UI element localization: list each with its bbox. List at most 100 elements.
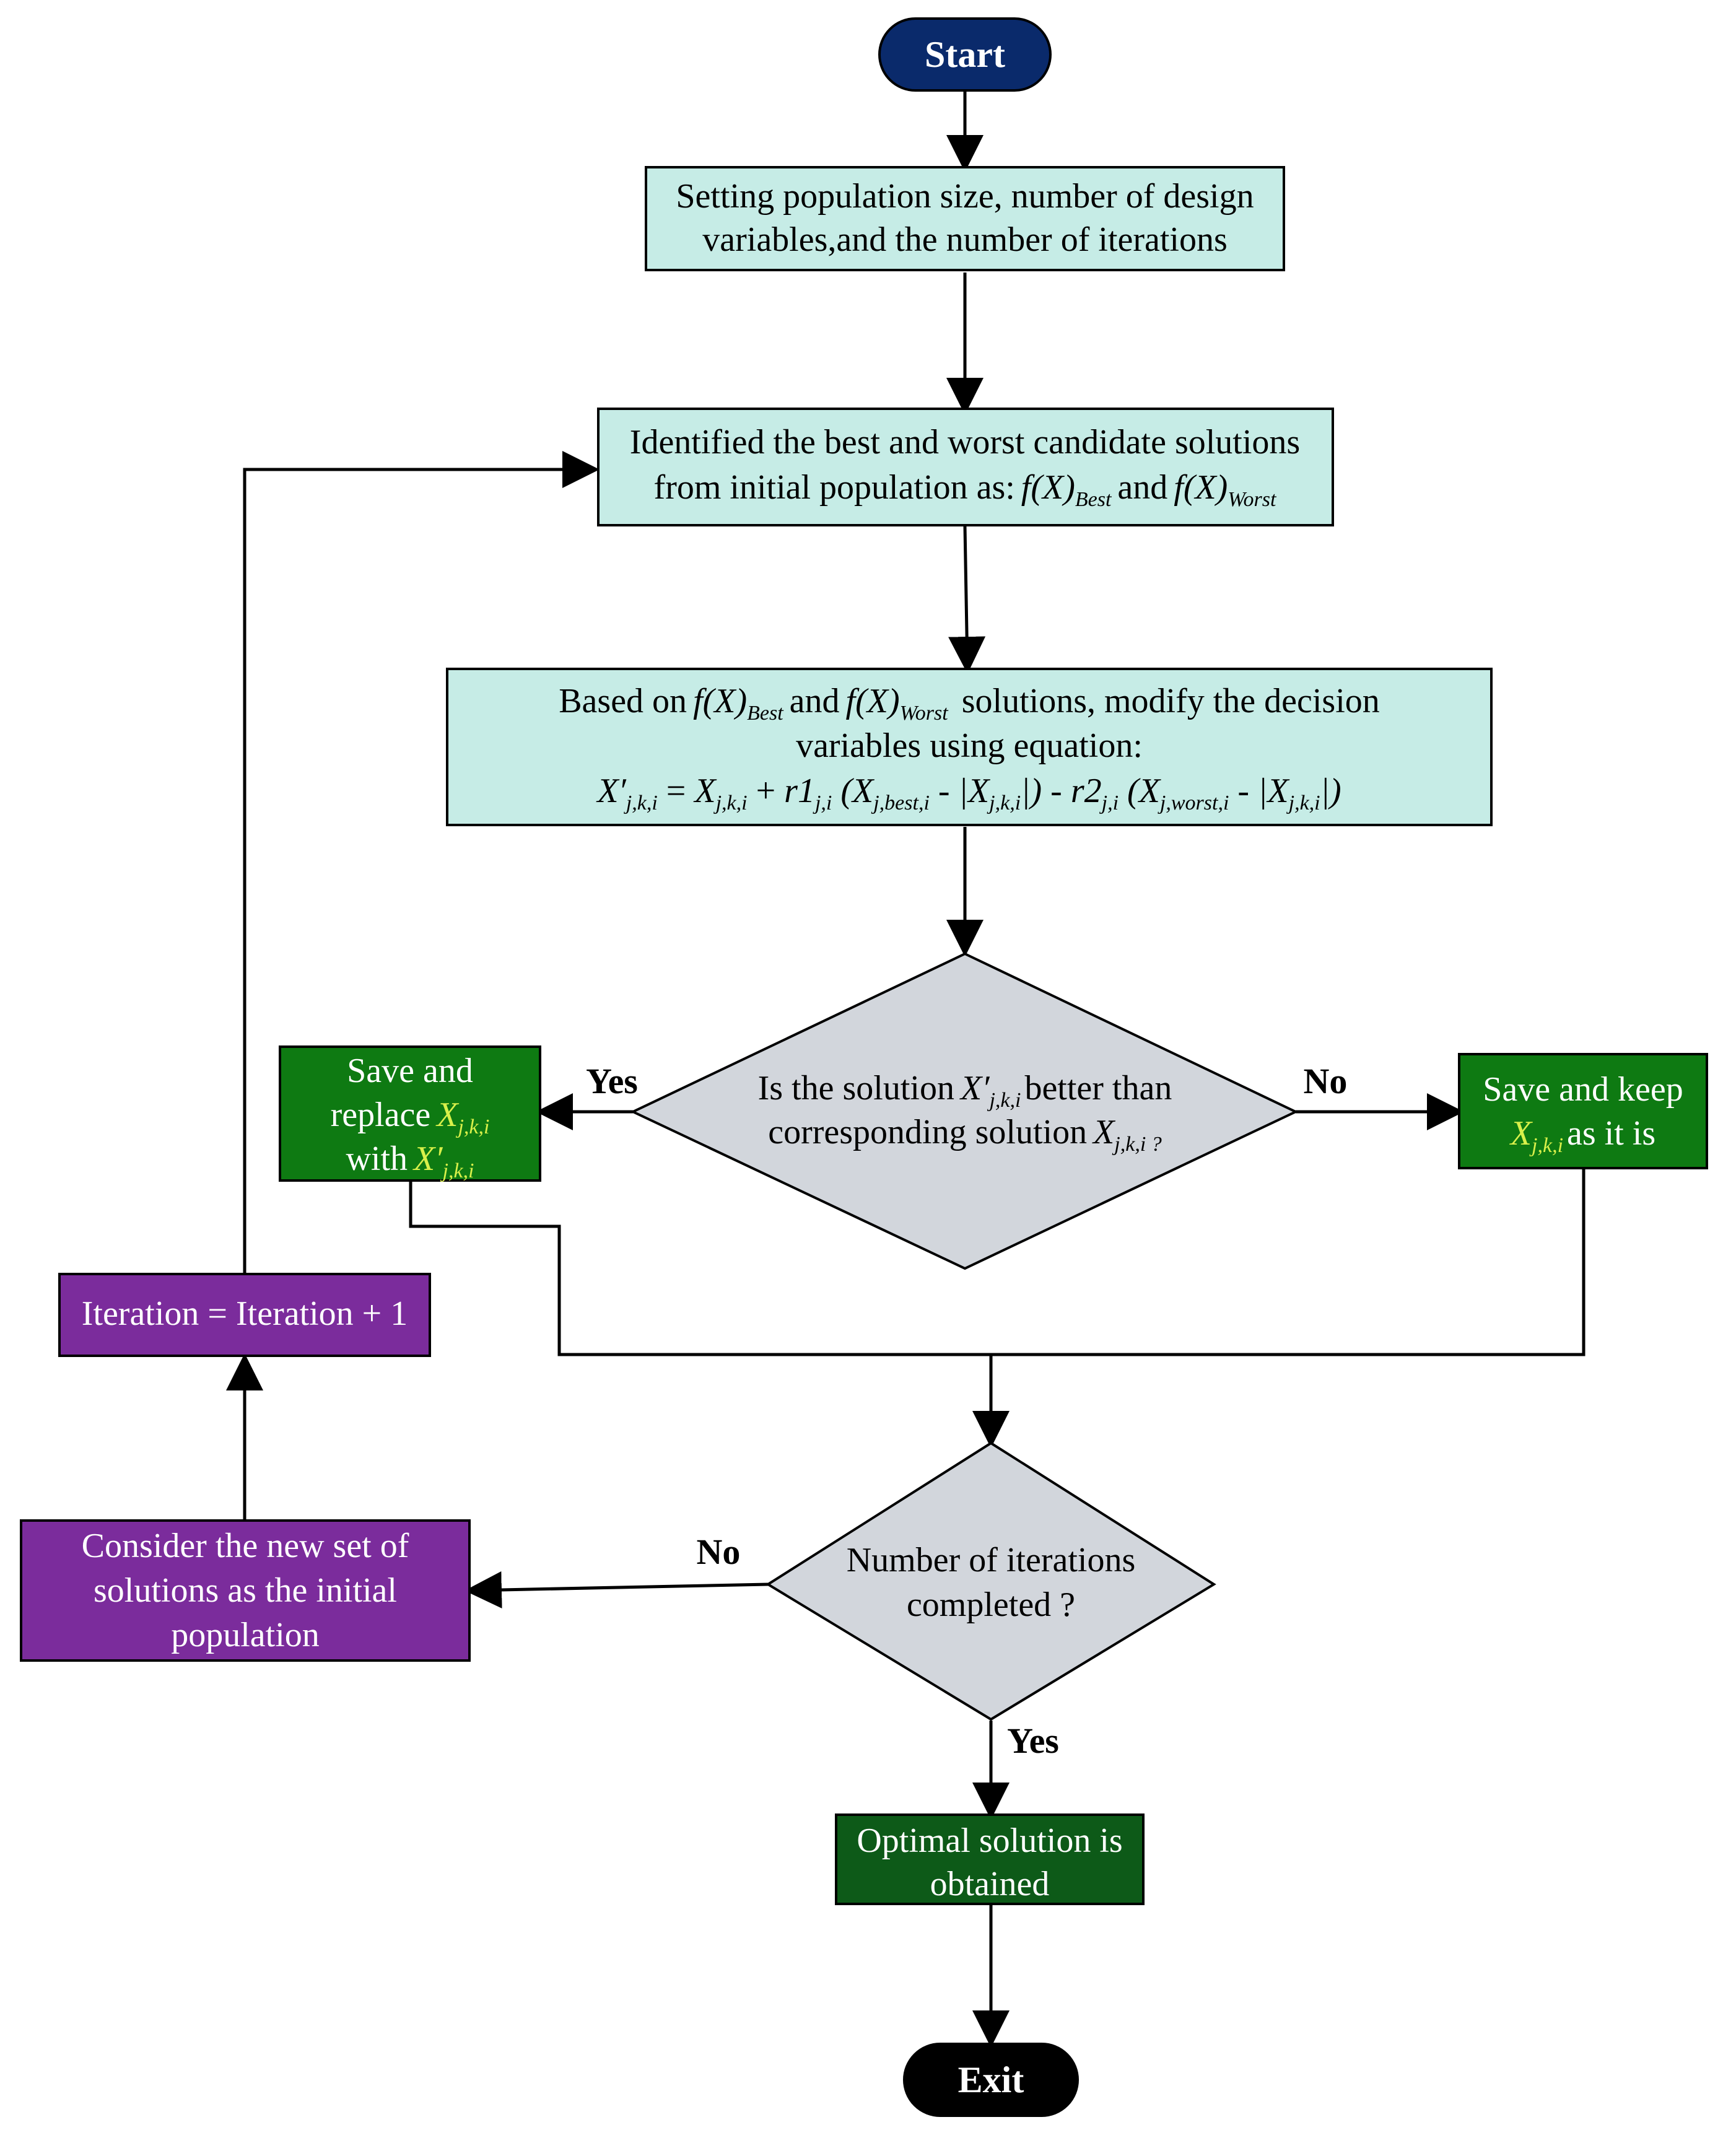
eq-worst-sub: j,worst,i xyxy=(1158,792,1229,814)
modify-box xyxy=(446,668,1493,826)
setup-box xyxy=(645,166,1285,271)
modify-and: and xyxy=(790,682,840,720)
iteration-process: Iteration = Iteration + 1 xyxy=(58,1273,431,1357)
identify-fx-best: f(X) xyxy=(1021,468,1075,507)
eq-close2: |) xyxy=(1320,772,1341,810)
decision2-diamond xyxy=(765,1441,1216,1721)
setup-line-2: variables,and the number of iterations xyxy=(702,220,1228,259)
identify-line-1: Identified the best and worst candidate … xyxy=(630,423,1300,461)
eq-best-sub: j,best,i xyxy=(871,792,930,814)
save-keep-suffix: as it is xyxy=(1567,1114,1655,1153)
identify-box xyxy=(597,408,1334,526)
consider-line-1: Consider the new set of xyxy=(82,1527,409,1565)
save-replace-var2: X′ xyxy=(412,1140,443,1178)
eq-r1-sub: j,i xyxy=(813,792,832,814)
consider-box xyxy=(20,1519,471,1662)
modify-worst-sub: Worst xyxy=(900,702,949,725)
start-terminal: Start xyxy=(878,17,1052,92)
decision2-line-2: completed ? xyxy=(907,1586,1075,1624)
decision1-var1: X′ xyxy=(959,1069,990,1107)
decision1-var2-sub: j,k,i ? xyxy=(1112,1133,1161,1156)
save-keep-box xyxy=(1458,1053,1708,1169)
save-keep-line-1: Save and keep xyxy=(1483,1070,1683,1109)
eq-r1: r1 xyxy=(784,772,815,810)
edge-save-replace-merge xyxy=(409,1182,991,1356)
optimal-line-2: obtained xyxy=(930,1865,1050,1903)
decision1-var2: X xyxy=(1092,1113,1116,1151)
decision-iterations-completed: Number of iterations completed ? xyxy=(765,1441,1216,1721)
save-replace-var1: X xyxy=(435,1096,460,1134)
setup-line-1: Setting population size, number of desig… xyxy=(676,177,1254,216)
exit-terminal: Exit xyxy=(903,2043,1079,2117)
eq-plus: + xyxy=(748,772,785,810)
decision1-diamond xyxy=(630,952,1299,1270)
modify-fx-best: f(X) xyxy=(693,682,747,720)
consider-line-3: population xyxy=(171,1616,320,1654)
eq-abs2-sub: j,k,i xyxy=(1286,792,1320,814)
identify-process: Identified the best and worst candidate … xyxy=(597,408,1334,526)
modify-suffix: solutions, modify the decision xyxy=(962,682,1380,720)
optimal-line-1: Optimal solution is xyxy=(857,1822,1122,1860)
decision2-line-1: Number of iterations xyxy=(847,1541,1136,1579)
eq-r2: r2 xyxy=(1071,772,1102,810)
eq-lhs: X′ xyxy=(596,772,626,810)
eq-close1: |) - xyxy=(1021,772,1071,810)
eq-x: X xyxy=(693,772,717,810)
save-replace-line3-prefix: with xyxy=(346,1140,408,1178)
eq-open1: (X xyxy=(832,772,875,810)
save-replace-line-1: Save and xyxy=(347,1052,473,1090)
eq-abs1-sub: j,k,i xyxy=(987,792,1021,814)
identify-line-2-text: from initial population as: xyxy=(654,468,1015,507)
optimal-box xyxy=(835,1813,1145,1905)
eq-minus-abs2: - |X xyxy=(1229,772,1290,810)
identify-worst-sub: Worst xyxy=(1228,488,1277,511)
decision1-prefix: Is the solution xyxy=(758,1069,954,1107)
save-replace-var2-sub: j,k,i xyxy=(440,1159,474,1182)
edge-decision2-no xyxy=(465,1571,769,1608)
eq-open2: (X xyxy=(1119,772,1162,810)
identify-and: and xyxy=(1117,468,1167,507)
edge-label-no-2: No xyxy=(697,1532,741,1572)
optimal-process: Optimal solution is obtained xyxy=(835,1813,1145,1905)
modify-equation: X′j,k,i = Xj,k,i + r1j,i (Xj,best,i - |X… xyxy=(596,772,1341,814)
modify-best-sub: Best xyxy=(747,702,784,725)
modify-fx-worst: f(X) xyxy=(846,682,900,720)
iteration-label: Iteration = Iteration + 1 xyxy=(82,1294,408,1333)
exit-shape xyxy=(903,2043,1079,2117)
decision1-suffix: better than xyxy=(1024,1069,1172,1107)
edge-label-no-1: No xyxy=(1304,1061,1348,1101)
modify-line-2: variables using equation: xyxy=(796,727,1143,765)
eq-equals: = xyxy=(658,772,695,810)
connectors xyxy=(226,92,1586,2048)
edge-save-keep-merge xyxy=(991,1169,1586,1356)
edge-label-yes-2: Yes xyxy=(1007,1721,1059,1761)
save-replace-line2-prefix: replace xyxy=(331,1096,431,1134)
edge-iteration-loop xyxy=(243,451,600,1273)
save-replace-var1-sub: j,k,i xyxy=(455,1115,489,1138)
consider-process: Consider the new set of solutions as the… xyxy=(20,1519,471,1662)
start-label: Start xyxy=(925,34,1005,75)
edge-label-yes-1: Yes xyxy=(586,1061,638,1101)
decision1-var1-sub: j,k,i xyxy=(987,1089,1021,1112)
start-shape xyxy=(878,17,1052,92)
modify-prefix: Based on xyxy=(559,682,687,720)
setup-process: Setting population size, number of desig… xyxy=(645,166,1285,271)
save-keep-var-sub: j,k,i xyxy=(1529,1134,1563,1157)
edge-identify-to-modify xyxy=(948,526,986,674)
eq-x-sub: j,k,i xyxy=(713,792,748,814)
eq-lhs-sub: j,k,i xyxy=(624,792,658,814)
save-keep-var: X xyxy=(1509,1114,1533,1153)
identify-best-sub: Best xyxy=(1075,488,1112,511)
consider-line-2: solutions as the initial xyxy=(94,1571,397,1610)
